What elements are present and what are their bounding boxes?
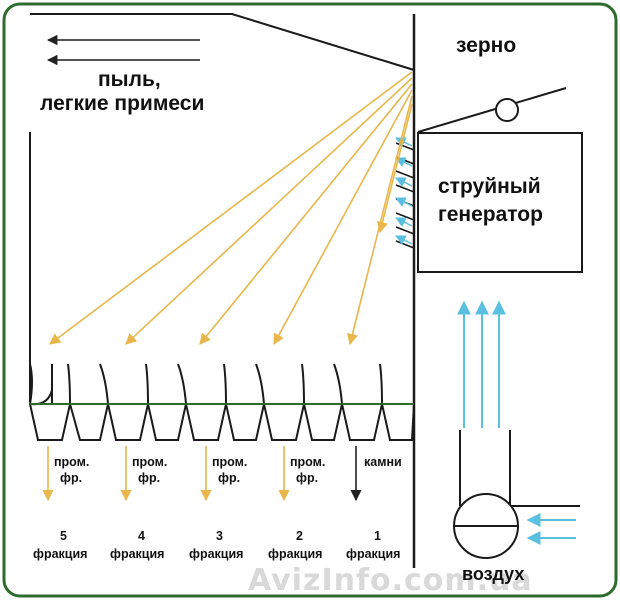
fraction-caption: фракция — [268, 547, 322, 561]
chamber-ceiling — [30, 13, 415, 71]
grain-trajectories — [49, 71, 413, 346]
fraction-number: 2 — [296, 529, 303, 543]
outlet-5: пром. фр. 5 фракция — [33, 455, 89, 561]
jet-generator-box — [417, 132, 583, 273]
outlet-top-label: камни — [364, 455, 402, 469]
feeder-plate — [417, 87, 567, 133]
fraction-number: 5 — [60, 529, 67, 543]
air-flow-up-arrows — [457, 300, 506, 428]
outlet-top-label-2: фр. — [218, 471, 240, 485]
outlet-arrows — [42, 446, 362, 502]
feed-roller — [495, 98, 519, 122]
dust-arrows — [46, 34, 200, 66]
fraction-caption: фракция — [346, 547, 400, 561]
air-label: воздух — [462, 564, 524, 584]
outlet-top-label-2: фр. — [60, 471, 82, 485]
watermark: AvizInfo.com.ua — [248, 563, 533, 598]
collection-hoppers — [29, 363, 415, 441]
fraction-number: 4 — [138, 529, 145, 543]
grain-label: зерно — [456, 34, 516, 57]
outlet-top-label: пром. — [290, 455, 325, 469]
fraction-caption: фракция — [110, 547, 164, 561]
outlet-top-label: пром. — [212, 455, 247, 469]
outlet-top-label: пром. — [132, 455, 167, 469]
outlet-4: пром. фр. 4 фракция — [110, 455, 167, 561]
dust-label-line2: легкие примеси — [40, 92, 204, 115]
outlet-1: камни 1 фракция — [346, 455, 402, 561]
outlet-2: пром. фр. 2 фракция — [268, 455, 325, 561]
outlet-top-label-2: фр. — [296, 471, 318, 485]
generator-label-line1: струйный — [438, 175, 541, 198]
jet-arrows — [395, 137, 413, 245]
outlet-top-label-2: фр. — [138, 471, 160, 485]
fraction-caption: фракция — [33, 547, 87, 561]
fraction-number: 3 — [216, 529, 223, 543]
outlet-top-label: пром. — [54, 455, 89, 469]
generator-label-line2: генератор — [438, 203, 543, 226]
outlet-3: пром. фр. 3 фракция — [189, 455, 247, 561]
fraction-caption: фракция — [189, 547, 243, 561]
fraction-number: 1 — [374, 529, 381, 543]
air-inlet-arrows — [526, 513, 576, 545]
dust-label-line1: пыль, — [98, 68, 161, 91]
